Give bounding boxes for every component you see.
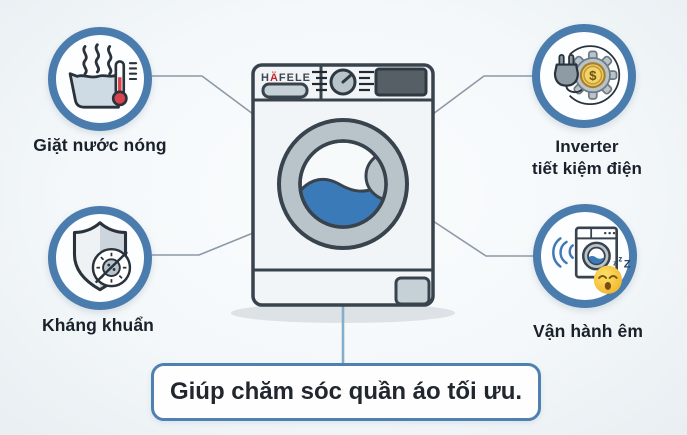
coin-dollar-symbol: $ xyxy=(589,68,597,83)
display-screen xyxy=(374,67,428,97)
quiet-washer-sleeping-icon: z z Z xyxy=(552,226,631,294)
feature-circle-inverter: $ xyxy=(532,24,636,128)
connector-bottom-right xyxy=(432,220,535,257)
connector-bottom-left xyxy=(152,232,254,256)
feature-circle-antibacterial xyxy=(48,206,152,310)
feature-label-quiet: Vận hành êm xyxy=(532,321,643,341)
caption-text: Giúp chăm sóc quần áo tối ưu. xyxy=(169,378,523,405)
sound-waves xyxy=(552,237,574,268)
sleep-z-small-1: z xyxy=(613,261,617,268)
feature-label-hot-water: Giặt nước nóng xyxy=(33,135,167,155)
power-plug xyxy=(553,53,583,94)
detergent-drawer[interactable] xyxy=(261,82,309,99)
caption-box: Giúp chăm sóc quần áo tối ưu. xyxy=(151,363,541,421)
filter-door[interactable] xyxy=(394,276,431,306)
sleep-z-large: Z xyxy=(624,258,631,270)
feature-label-inverter-line2: tiết kiệm điện xyxy=(531,159,643,178)
gear: $ xyxy=(568,50,618,100)
washing-machine-illustration: HÄFELE xyxy=(251,63,435,307)
feature-label-inverter-line1: Inverter xyxy=(555,137,619,156)
feature-circle-quiet: z z Z xyxy=(533,204,637,308)
sleeping-emoji: z z Z xyxy=(593,254,631,294)
sleep-z-small-2: z xyxy=(618,254,622,263)
connector-top-left xyxy=(152,75,254,115)
glass-reflection xyxy=(364,150,385,202)
control-stripes-left xyxy=(312,70,327,92)
shield-no-bacteria-icon xyxy=(72,221,132,292)
feature-circle-hot-water xyxy=(48,27,152,131)
connector-top-right xyxy=(432,75,534,115)
hot-water-tub-icon xyxy=(68,43,138,109)
brand-logo: HÄFELE xyxy=(261,71,311,84)
feature-label-inverter: Inverter tiết kiệm điện xyxy=(489,136,685,180)
feature-label-antibacterial: Kháng khuẩn xyxy=(42,315,154,335)
drum-water xyxy=(301,150,385,226)
control-stripes-right xyxy=(359,70,374,92)
plug-gear-coin-icon: $ xyxy=(553,45,621,106)
